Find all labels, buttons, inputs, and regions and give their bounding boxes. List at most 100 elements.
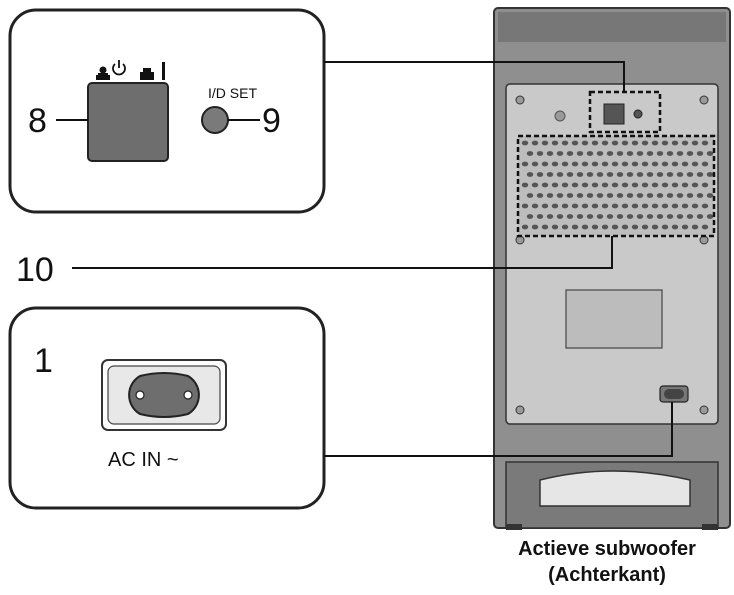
vent-hole [581,161,589,167]
vent-hole [641,161,649,167]
ac-pin-hole-icon [183,390,193,400]
vent-hole [601,224,609,230]
vent-hole [566,151,574,156]
vent-hole [531,161,539,167]
switch-callout-box: I/D SET 8 9 [8,8,326,214]
vent-hole [606,214,614,219]
vent-hole [681,224,689,230]
vent-hole [551,140,559,146]
vent-hole [566,214,574,219]
vent-hole [671,140,679,146]
vent-hole [601,161,609,167]
connector-line-ac-inlet [324,402,673,457]
vent-hole [626,151,634,156]
vent-hole [596,193,604,198]
vent-hole [606,172,614,177]
standby-symbol-icon [96,60,126,80]
vent-hole [576,214,584,219]
vent-hole [531,224,539,230]
vent-hole [636,151,644,156]
vent-hole [551,182,559,188]
ac-pin-hole-icon [135,390,145,400]
vent-hole [556,193,564,198]
caption-title: Actieve subwoofer [518,538,696,560]
vent-hole [581,203,589,209]
id-set-button[interactable] [201,106,229,134]
vent-hole [691,224,699,230]
vent-hole [541,203,549,209]
vent-hole [651,224,659,230]
vent-hole [566,193,574,198]
ac-inlet-socket[interactable] [128,372,200,418]
mini-ac-inlet-socket [664,389,684,399]
vent-hole [656,193,664,198]
vent-hole [576,193,584,198]
vent-hole [671,224,679,230]
vent-hole [691,203,699,209]
on-symbol-icon [140,62,165,80]
id-set-label: I/D SET [208,85,257,101]
vent-hole [541,182,549,188]
vent-hole [546,151,554,156]
vent-hole [656,172,664,177]
vent-hole [661,161,669,167]
vent-hole [601,203,609,209]
vent-hole [566,172,574,177]
vent-hole [536,172,544,177]
foot-right [702,524,718,530]
vent-hole [531,140,539,146]
vent-hole [591,224,599,230]
vent-hole [586,151,594,156]
vent-hole [561,140,569,146]
vent-hole [621,203,629,209]
vent-hole [586,214,594,219]
vent-hole [631,182,639,188]
vent-hole [631,203,639,209]
vent-grille-holes [521,140,714,230]
vent-hole [601,140,609,146]
rating-label-plate [565,289,663,349]
vent-hole [626,193,634,198]
vent-hole [631,161,639,167]
vent-hole [611,182,619,188]
vent-hole [561,182,569,188]
vent-hole [521,140,529,146]
vent-hole [686,214,694,219]
vent-hole [701,140,709,146]
vent-hole [666,172,674,177]
screw-icon [554,110,566,122]
vent-hole [691,140,699,146]
vent-hole [671,203,679,209]
power-switch[interactable] [87,82,169,162]
vent-hole [706,172,714,177]
vent-hole [541,140,549,146]
vent-hole [706,193,714,198]
vent-hole [551,203,559,209]
ac-in-label: AC IN ~ [108,449,179,471]
vent-hole [521,161,529,167]
vent-hole [646,214,654,219]
vent-hole [611,161,619,167]
vent-hole [706,214,714,219]
vent-hole [546,214,554,219]
vent-hole [591,161,599,167]
vent-hole [606,151,614,156]
vent-hole [521,182,529,188]
vent-hole [536,214,544,219]
vent-hole [701,182,709,188]
vent-hole [576,151,584,156]
vent-hole [541,224,549,230]
vent-hole [701,203,709,209]
vent-hole [571,182,579,188]
callout-number-1: 1 [34,342,53,380]
vent-hole [636,214,644,219]
vent-hole [676,193,684,198]
vent-hole [561,161,569,167]
vent-hole [551,224,559,230]
vent-hole [671,161,679,167]
screw-icon [699,405,709,415]
vent-hole [546,193,554,198]
vent-hole [611,140,619,146]
vent-hole [616,172,624,177]
vent-hole [571,140,579,146]
